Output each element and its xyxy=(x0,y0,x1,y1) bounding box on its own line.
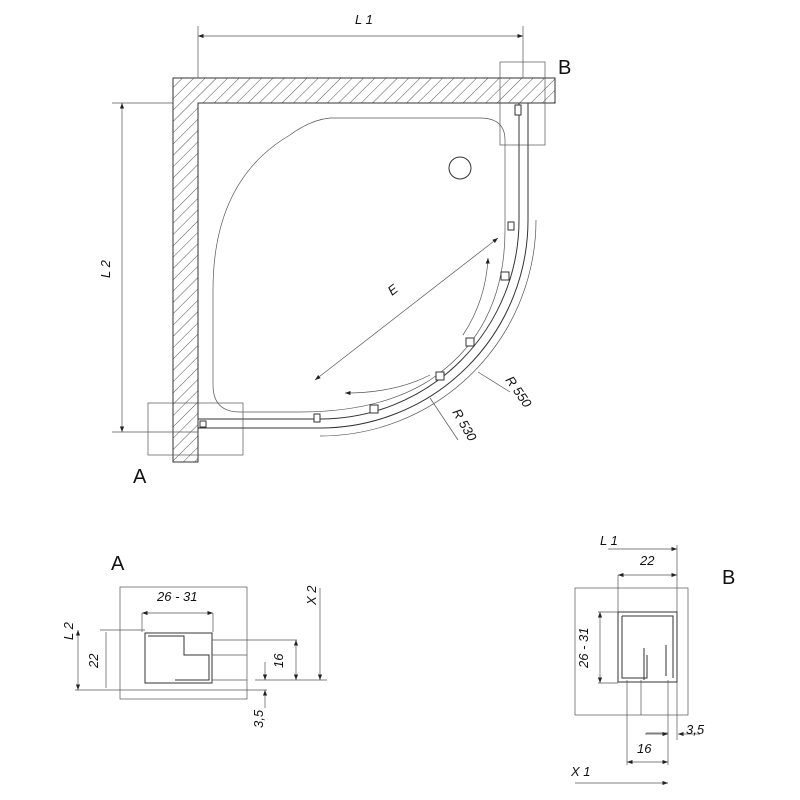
radius-550-label: R 550 xyxy=(503,373,536,411)
main-plan: L 1 L 2 E R 550 R 530 B A xyxy=(98,12,571,488)
detail-a-22-label: 22 xyxy=(86,653,101,669)
profile-a xyxy=(144,632,213,684)
wall-hatched xyxy=(172,77,556,463)
dim-l2-label: L 2 xyxy=(98,259,113,278)
dim-e-label: E xyxy=(385,281,401,298)
radius-guide xyxy=(319,219,537,437)
detail-b-marker: B xyxy=(558,57,571,79)
detail-a-title: A xyxy=(111,553,125,575)
detail-a-x2-label: X 2 xyxy=(304,585,319,606)
detail-b-title: B xyxy=(722,567,735,589)
detail-b-16-label: 16 xyxy=(637,741,652,756)
shower-tray-outline xyxy=(212,117,506,413)
detail-a-width-label: 26 - 31 xyxy=(156,589,197,604)
detail-b-22-label: 22 xyxy=(639,553,655,568)
drain-icon xyxy=(448,156,472,180)
detail-a-35-label: 3,5 xyxy=(251,709,266,728)
rollers xyxy=(199,104,522,428)
detail-b-35-label: 3,5 xyxy=(686,722,705,737)
screen-inner xyxy=(198,103,520,420)
detail-b-x1-label: X 1 xyxy=(570,764,591,779)
detail-a-box xyxy=(147,402,244,456)
slide-arrow-up xyxy=(462,257,490,336)
detail-b: B L 1 22 26 - 31 3,5 16 X 1 xyxy=(570,533,735,786)
detail-b-width-label: 26 - 31 xyxy=(576,628,591,669)
dim-line-e xyxy=(314,237,499,381)
radius-530-label: R 530 xyxy=(449,406,480,444)
detail-b-l1-label: L 1 xyxy=(600,533,618,548)
detail-a-l2-label: L 2 xyxy=(61,621,76,640)
detail-a: A 26 - 31 L 2 22 16 3,5 X 2 xyxy=(61,553,327,728)
detail-b-box xyxy=(499,61,546,146)
profile-b xyxy=(617,611,678,683)
detail-a-16-label: 16 xyxy=(271,653,286,668)
slide-arrow-left xyxy=(344,374,431,396)
screen-outer xyxy=(198,103,529,429)
detail-a-marker: A xyxy=(133,466,147,488)
dim-l1-label: L 1 xyxy=(355,12,373,27)
